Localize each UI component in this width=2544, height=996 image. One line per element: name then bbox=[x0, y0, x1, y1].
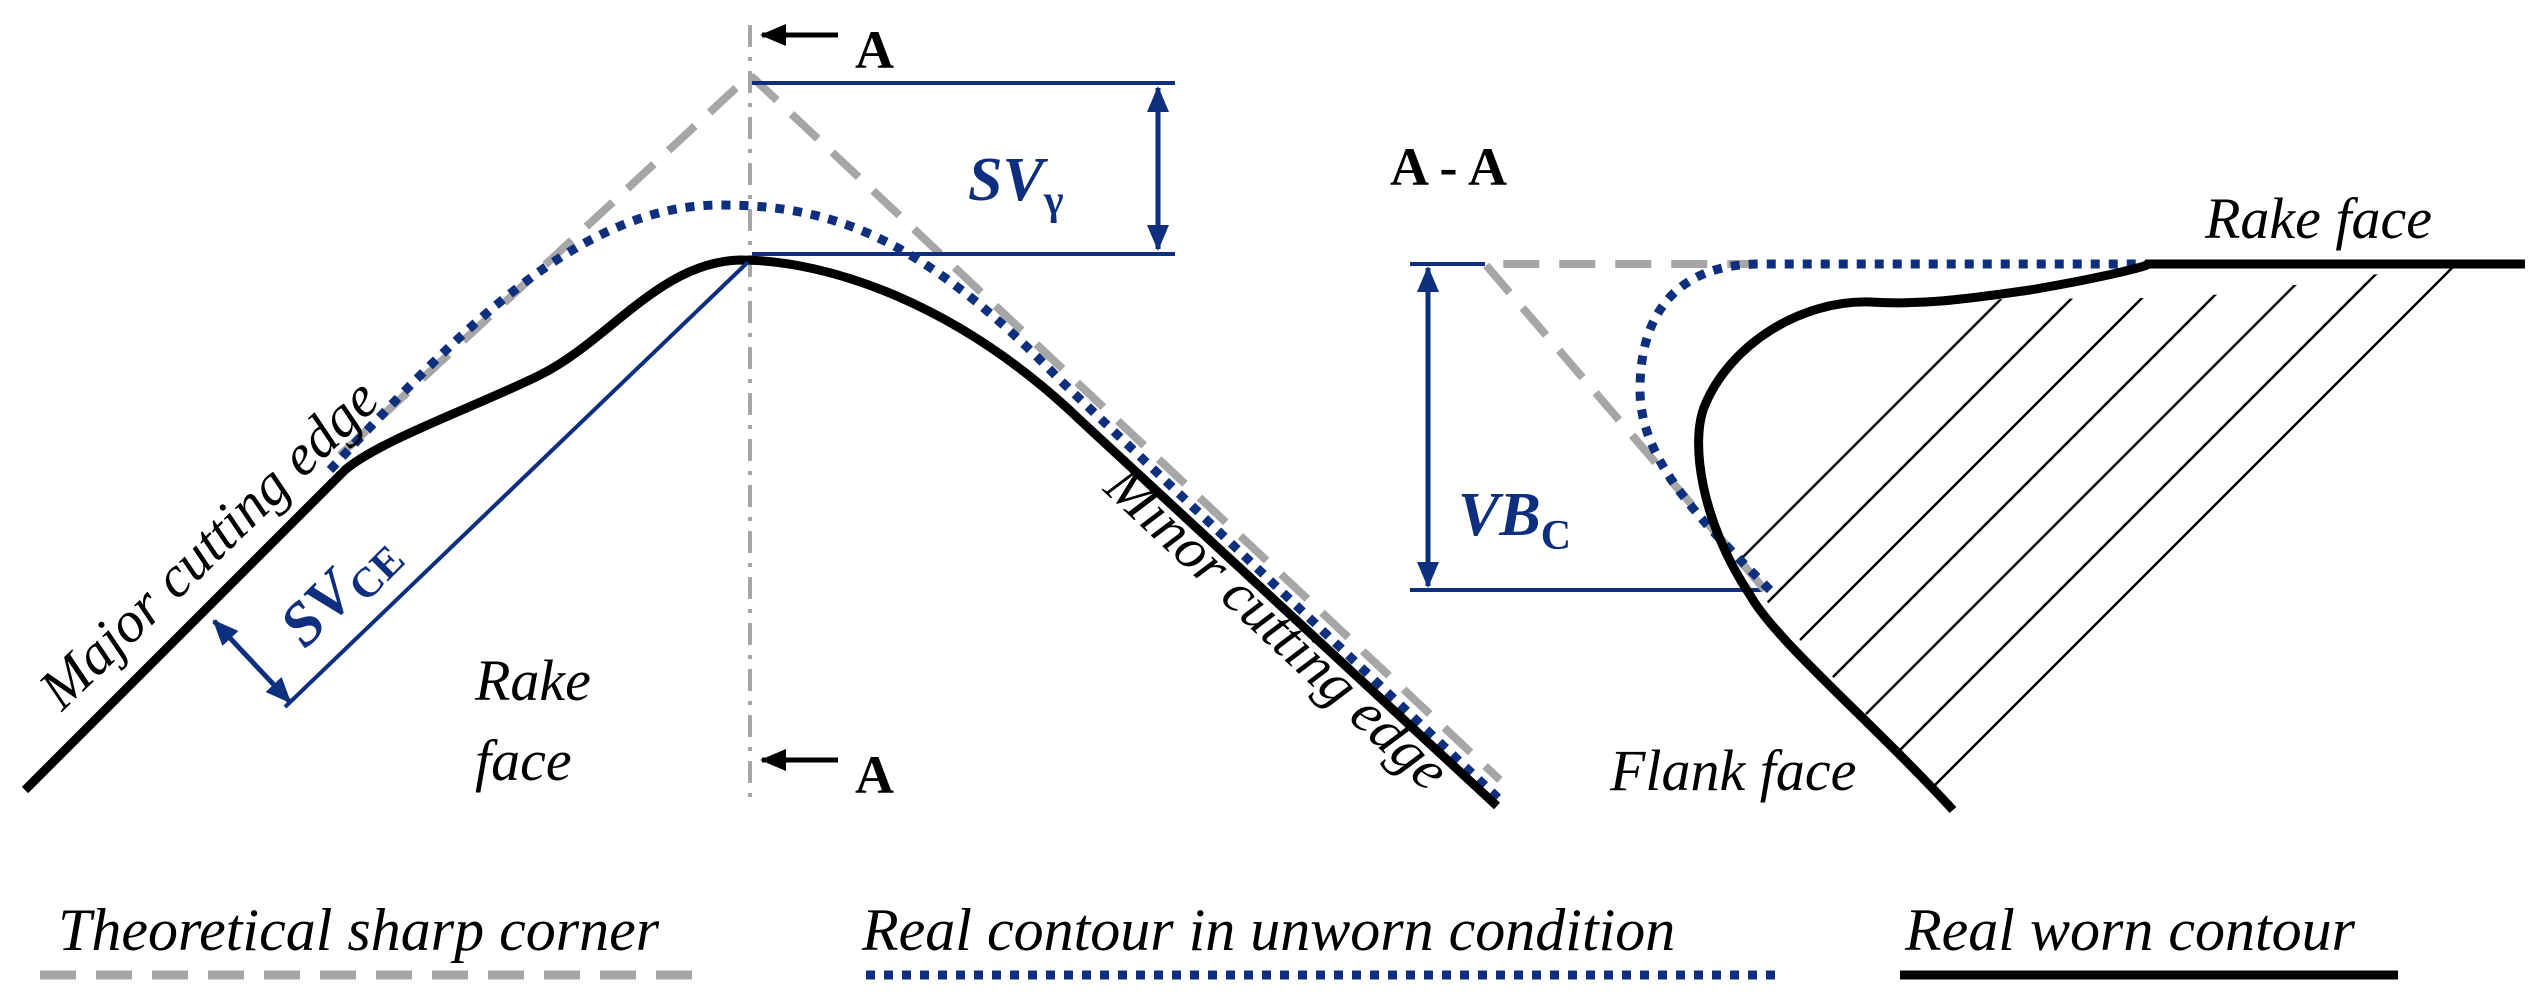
rake-face-label-right: Rake face bbox=[2204, 186, 2432, 251]
rake-face-label-line2: face bbox=[475, 728, 572, 793]
section-letter-top: A bbox=[855, 20, 894, 80]
legend-item-unworn: Real contour in unworn condition bbox=[861, 897, 1775, 980]
section-title: A - A bbox=[1390, 137, 1507, 197]
left-view: A A SVγ SVCE Major cutting edge Minor cu… bbox=[21, 20, 1504, 810]
sv-gamma-label-sub: γ bbox=[1043, 178, 1064, 224]
legend: Theoretical sharp corner Real contour in… bbox=[40, 897, 2398, 980]
section-letter-bottom: A bbox=[855, 745, 894, 805]
vb-label-sub: C bbox=[1541, 513, 1571, 559]
legend-item-theoretical: Theoretical sharp corner bbox=[40, 897, 710, 980]
unworn-contour-right bbox=[1635, 259, 2150, 594]
legend-item-worn: Real worn contour bbox=[1900, 897, 2398, 980]
sv-ce-reference-line bbox=[283, 260, 750, 709]
sv-ce-label: SVCE bbox=[267, 517, 414, 664]
section-hatching bbox=[1713, 263, 2520, 810]
minor-cutting-edge-label: Minor cutting edge bbox=[1092, 451, 1462, 802]
vb-label: VBC bbox=[1458, 481, 1571, 559]
legend-label-unworn: Real contour in unworn condition bbox=[861, 897, 1675, 963]
vb-label-main: VB bbox=[1458, 481, 1541, 549]
rake-face-label-line1: Rake bbox=[474, 648, 591, 713]
sv-gamma-label-main: SV bbox=[968, 146, 1048, 214]
major-cutting-edge-label: Major cutting edge bbox=[25, 366, 391, 722]
legend-label-worn: Real worn contour bbox=[1904, 897, 2356, 963]
worn-contour-right bbox=[1694, 259, 2525, 814]
theoretical-sharp-corner-left bbox=[337, 69, 1503, 783]
sv-ce-dimension-arrow bbox=[212, 619, 292, 704]
flank-face-label: Flank face bbox=[1609, 738, 1856, 803]
right-view: A - A VBC Rake face Flank face bbox=[1390, 137, 2525, 814]
worn-contour-left bbox=[21, 255, 1501, 810]
sv-gamma-label: SVγ bbox=[968, 146, 1064, 224]
legend-label-theoretical: Theoretical sharp corner bbox=[58, 897, 660, 963]
